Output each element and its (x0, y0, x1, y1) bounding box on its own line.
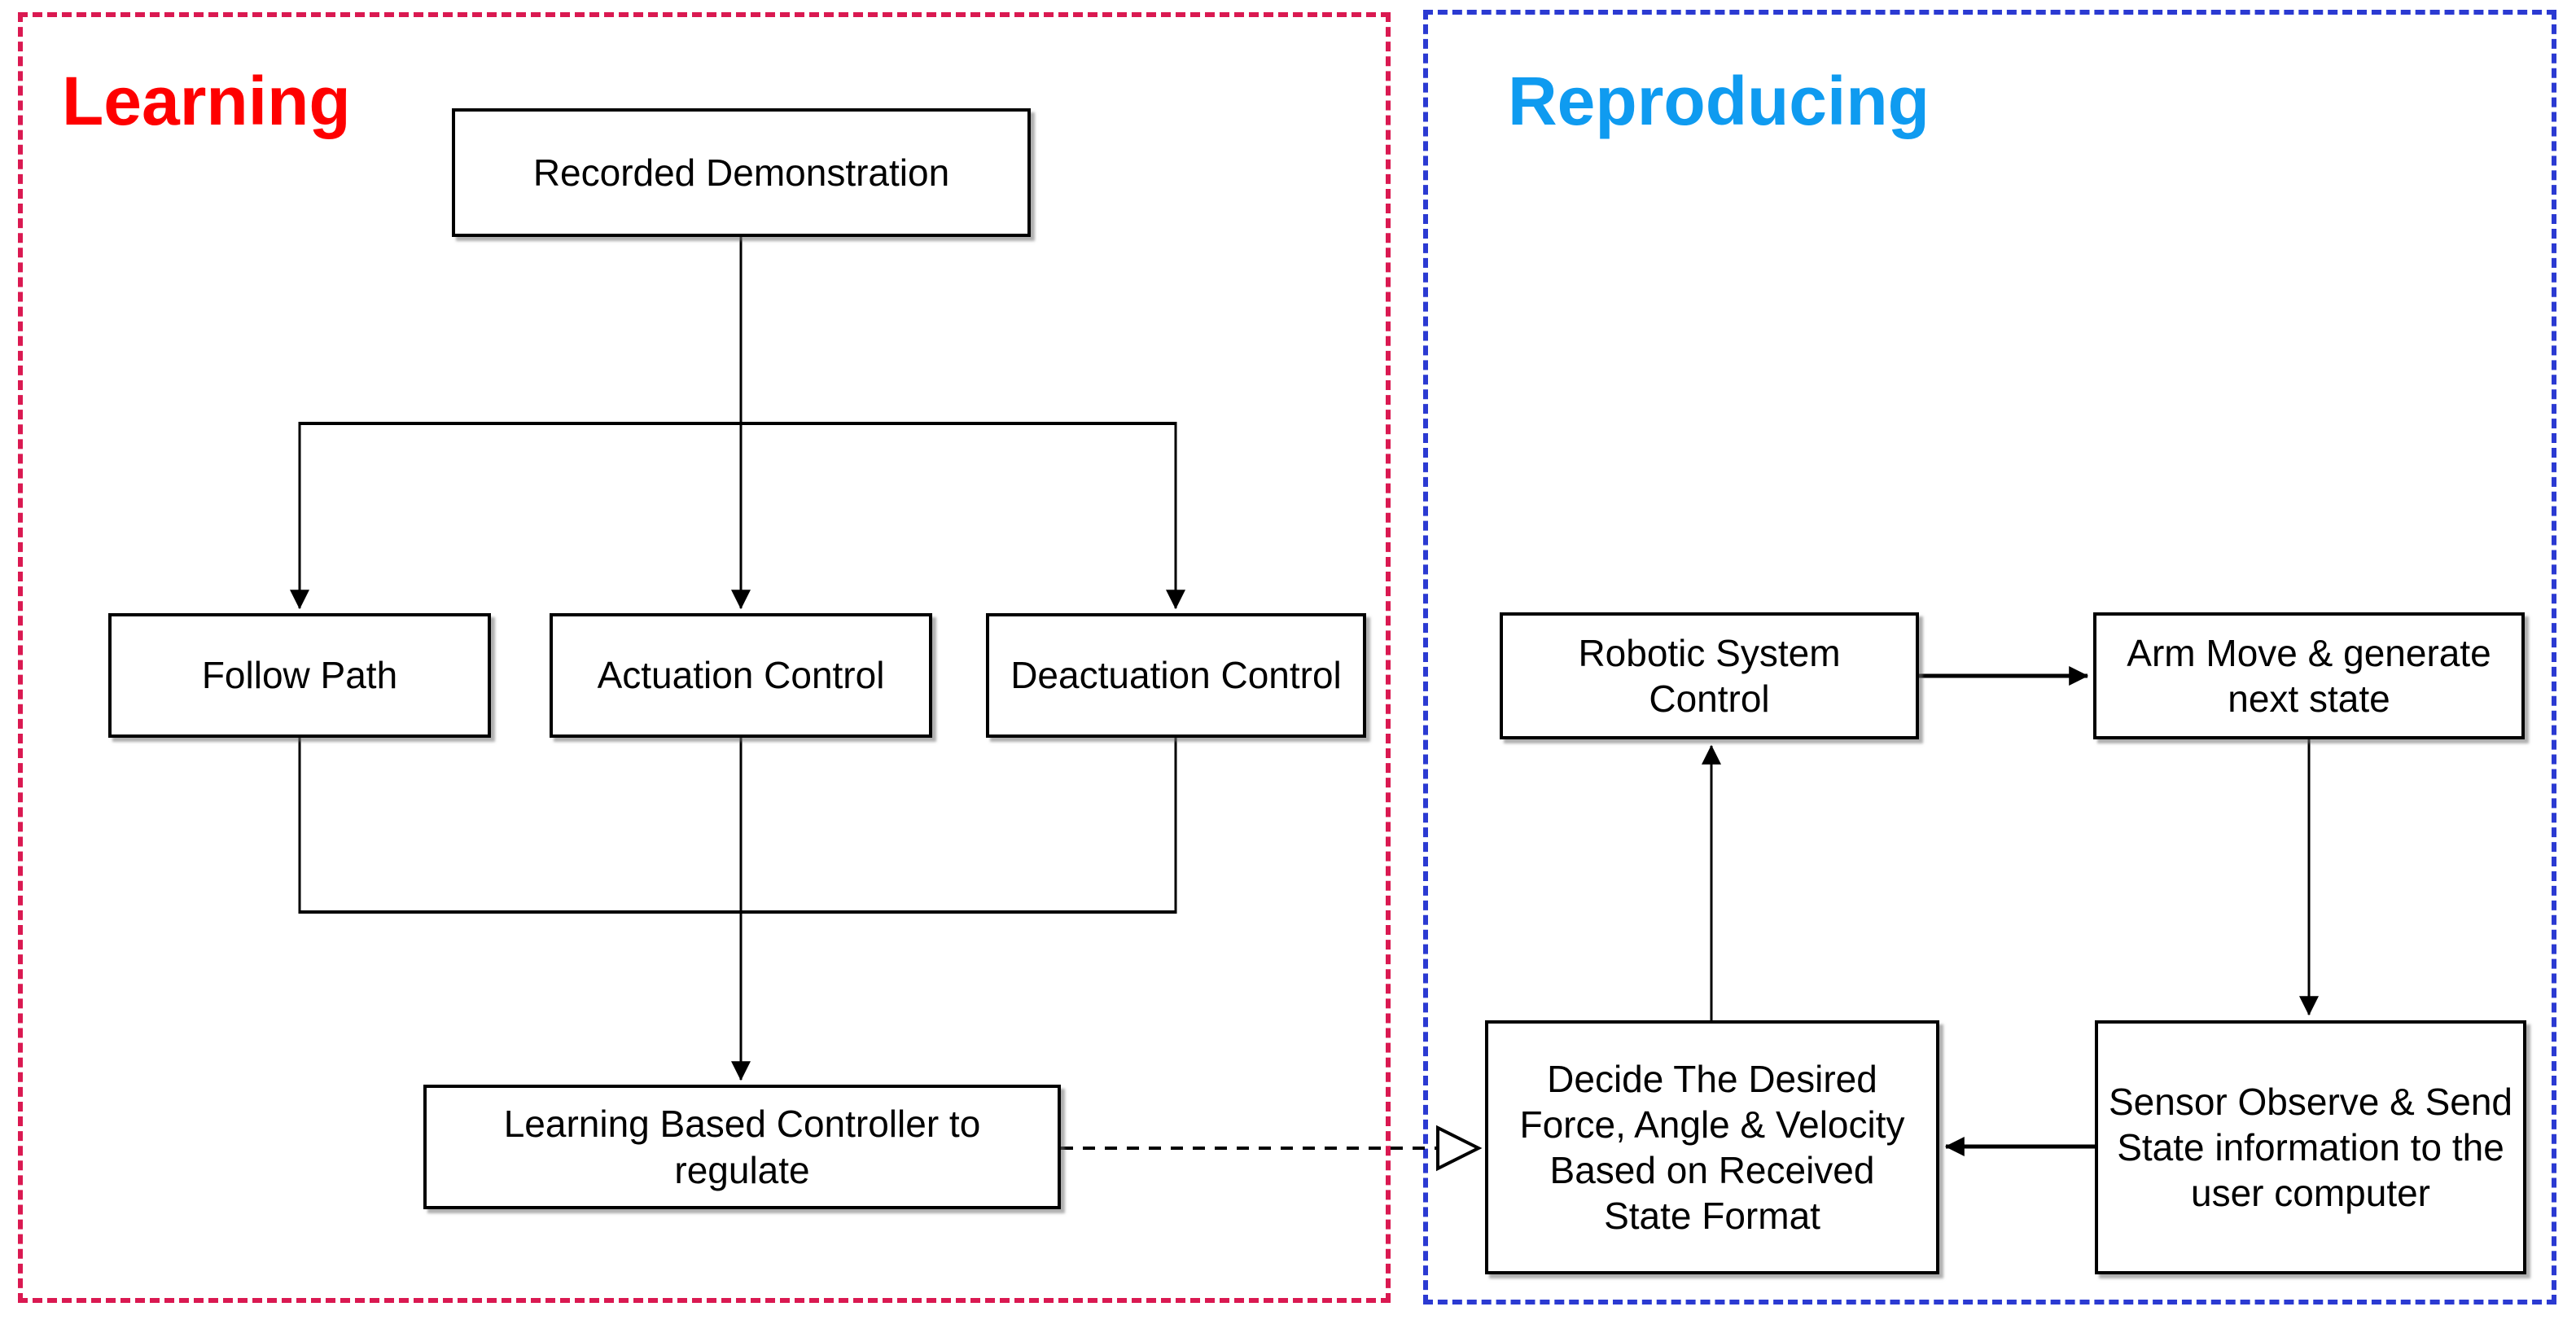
node-decide-desired-force-angle-velocity: Decide The Desired Force, Angle & Veloci… (1485, 1020, 1939, 1274)
node-deactuation-control: Deactuation Control (986, 613, 1366, 738)
node-follow-path: Follow Path (108, 613, 491, 738)
node-arm-move-generate-next-state: Arm Move & generate next state (2093, 612, 2525, 739)
learning-region-frame (18, 12, 1391, 1303)
node-actuation-control: Actuation Control (550, 613, 932, 738)
reproducing-region-title: Reproducing (1508, 63, 1930, 139)
node-robotic-system-control: Robotic System Control (1500, 612, 1919, 739)
node-sensor-observe-send-state: Sensor Observe & Send State information … (2095, 1020, 2526, 1274)
node-learning-based-controller: Learning Based Controller to regulate (423, 1085, 1061, 1209)
reproducing-region-frame (1423, 10, 2556, 1304)
node-recorded-demonstration: Recorded Demonstration (452, 108, 1031, 237)
learning-region-title: Learning (62, 63, 351, 139)
